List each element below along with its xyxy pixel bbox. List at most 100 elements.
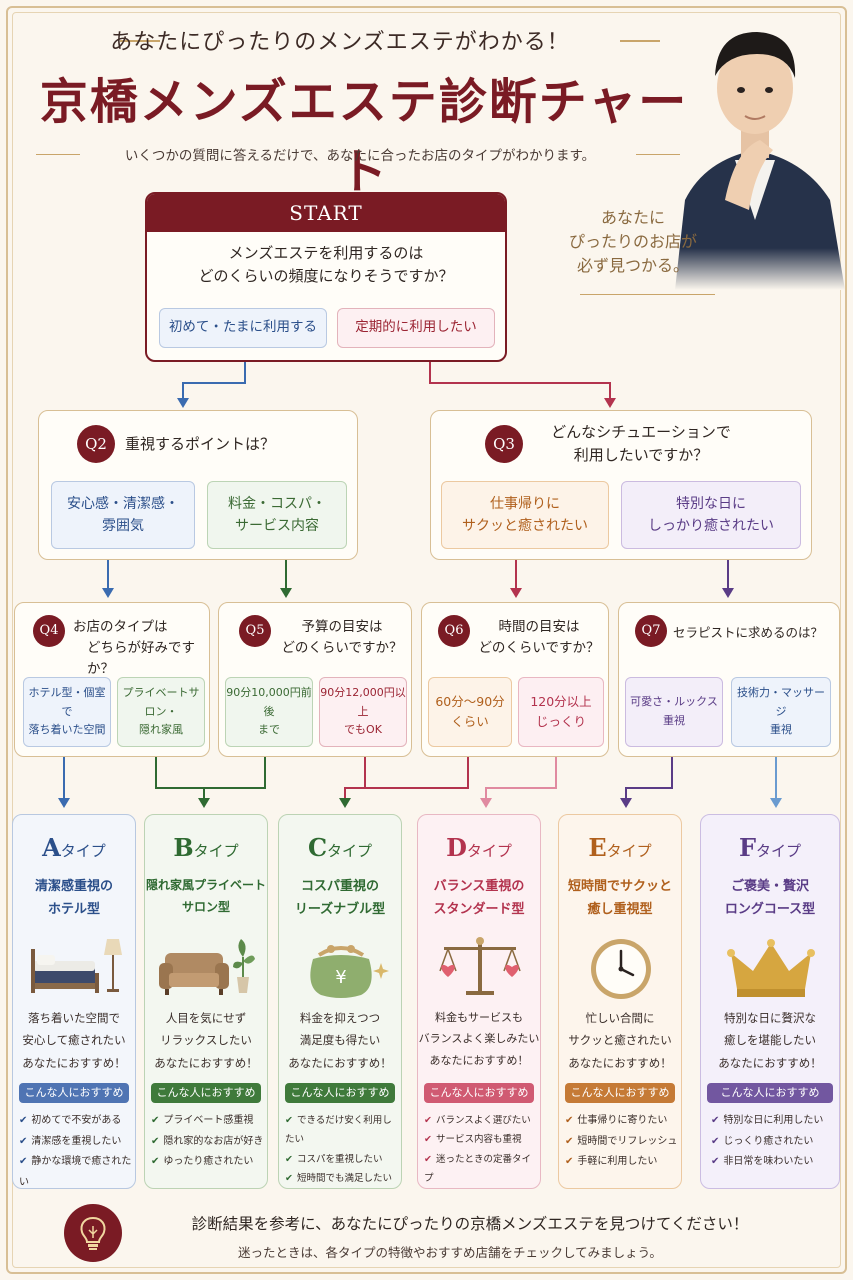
q7-option-skill-line-2: 重視 [770, 723, 792, 737]
q6-option-long-line-2: じっくり [535, 714, 586, 729]
aside-line-2: ぴったりのお店が [568, 232, 697, 251]
q3-box: Q3 どんなシチュエーションで 利用したいですか？ 仕事帰りにサクッと癒されたい… [430, 410, 812, 560]
result-card-b-title: Bタイプ [145, 833, 267, 862]
q7-option-looks[interactable]: 可愛さ・ルックス重視 [625, 677, 723, 747]
ornament-line [636, 154, 680, 155]
start-option-occasional[interactable]: 初めて・たまに利用する [159, 308, 327, 348]
start-option-regular[interactable]: 定期的に利用したい [337, 308, 495, 348]
list-item-text: 仕事帰りに寄りたい [577, 1115, 668, 1126]
result-card-b-name-1: 隠れ家風プライベート [145, 878, 266, 892]
result-card-b-rec-label: こんな人におすすめ [151, 1083, 261, 1103]
list-item: ✔短時間でも満足したい [285, 1169, 401, 1188]
result-card-e[interactable]: Eタイプ 短時間でサクッと癒し重視型 忙しい合間にサクッと癒されたいあなたにおす… [558, 814, 682, 1189]
list-item: ✔手軽に利用したい [565, 1152, 681, 1173]
q2-box: Q2 重視するポイントは？ 安心感・清潔感・雰囲気 料金・コスパ・サービス内容 [38, 410, 358, 560]
result-card-b-name: 隠れ家風プライベートサロン型 [145, 875, 267, 918]
result-card-f-name-1: ご褒美・贅沢 [730, 879, 809, 894]
q5-option-budget-low-line-2: まで [258, 723, 280, 737]
q5-option-budget-high[interactable]: 90分12,000円以上でもOK [319, 677, 407, 747]
start-label: START [147, 194, 505, 232]
q7-option-skill[interactable]: 技術力・マッサージ重視 [731, 677, 831, 747]
list-item: ✔ゆったり癒されたい [151, 1152, 267, 1173]
result-card-c[interactable]: Cタイプ コスパ重視のリーズナブル型 ¥ 料金を抑えつつ満足度も得たいあなたにお… [278, 814, 402, 1189]
q3-option-after-work[interactable]: 仕事帰りにサクッと癒されたい [441, 481, 609, 549]
q2-option-comfort[interactable]: 安心感・清潔感・雰囲気 [51, 481, 195, 549]
q4-option-hotel[interactable]: ホテル型・個室で落ち着いた空間 [23, 677, 111, 747]
result-card-b-text-2: リラックスしたい [160, 1033, 252, 1048]
q6-question-line-2: どのくらいですか？ [478, 639, 600, 656]
list-item: ✔プライベート感重視 [151, 1111, 267, 1132]
result-card-a[interactable]: Aタイプ 清潔感重視のホテル型 落ち着いた空間で安心して癒されたいあなたにおすす… [12, 814, 136, 1189]
thinking-man-photo [665, 10, 845, 290]
q5-option-budget-high-line-1: 90分12,000円以上 [320, 685, 406, 718]
check-icon: ✔ [424, 1153, 432, 1165]
q4-option-hotel-line-2: 落ち着いた空間 [28, 723, 106, 737]
check-icon: ✔ [711, 1156, 720, 1167]
list-item-text: 初めてで不安がある [31, 1115, 122, 1126]
header-subtitle: あなたにぴったりのメンズエステがわかる！ [110, 30, 570, 55]
list-item: ✔コスパを重視したい [285, 1150, 401, 1169]
result-card-b-text-3: あなたにおすすめ！ [154, 1055, 258, 1070]
q3-option-special-day[interactable]: 特別な日にしっかり癒されたい [621, 481, 801, 549]
result-card-d-name-1: バランス重視の [433, 879, 525, 894]
result-card-e-text: 忙しい合間にサクッと癒されたいあなたにおすすめ！ [559, 1007, 681, 1074]
result-card-d[interactable]: Dタイプ バランス重視のスタンダード型 料金もサービスもバランスよく楽しみたいあ… [417, 814, 541, 1189]
result-card-b[interactable]: Bタイプ 隠れ家風プライベートサロン型 人目を気にせずリラックスしたいあなたにお… [144, 814, 268, 1189]
result-card-a-rec-label: こんな人におすすめ [19, 1083, 129, 1103]
list-item-text: 短時間でリフレッシュ [577, 1135, 678, 1147]
list-item: ✔じっくり癒されたい [711, 1132, 827, 1153]
result-card-f-list: ✔特別な日に利用したい ✔じっくり癒されたい ✔非日常を味わいたい [711, 1111, 827, 1173]
list-item: ✔できるだけ安く利用したい [285, 1111, 401, 1150]
q3-badge: Q3 [485, 425, 523, 463]
aside-underline [580, 294, 715, 295]
q4-option-private-salon-line-1: プライベートサロン・ [122, 685, 200, 718]
result-card-c-text-2: 満足度も得たい [299, 1033, 381, 1048]
q4-option-private-salon[interactable]: プライベートサロン・隠れ家風 [117, 677, 205, 747]
q7-option-looks-line-2: 重視 [662, 714, 685, 727]
header-lead: いくつかの質問に答えるだけで、あなたに合ったお店のタイプがわかります。 [124, 148, 596, 164]
list-item-text: 手軽に利用したい [577, 1156, 658, 1167]
result-card-f[interactable]: Fタイプ ご褒美・贅沢ロングコース型 特別な日に贅沢な癒しを堪能したいあなたにお… [700, 814, 840, 1189]
result-card-f-suffix: タイプ [756, 842, 802, 860]
result-card-d-text-2: バランスよく楽しみたい [418, 1032, 540, 1046]
crown-icon [727, 939, 815, 997]
list-item: ✔迷ったときの定番タイプ [424, 1150, 540, 1189]
result-card-f-text: 特別な日に贅沢な癒しを堪能したいあなたにおすすめ！ [701, 1007, 839, 1074]
result-card-a-suffix: タイプ [60, 842, 106, 860]
q5-option-budget-low[interactable]: 90分10,000円前後まで [225, 677, 313, 747]
result-card-d-suffix: タイプ [466, 842, 512, 860]
result-card-e-suffix: タイプ [606, 842, 652, 860]
q4-question: お店のタイプは どちらが好みですか？ [73, 617, 203, 680]
svg-text:¥: ¥ [335, 967, 346, 988]
q4-option-private-salon-line-2: 隠れ家風 [139, 723, 183, 737]
result-card-c-text: 料金を抑えつつ満足度も得たいあなたにおすすめ！ [279, 1007, 401, 1074]
check-icon: ✔ [711, 1135, 720, 1147]
result-card-e-name: 短時間でサクッと癒し重視型 [559, 875, 681, 922]
check-icon: ✔ [285, 1115, 293, 1126]
result-card-f-name-2: ロングコース型 [724, 902, 816, 918]
q2-option-cost[interactable]: 料金・コスパ・サービス内容 [207, 481, 347, 549]
result-card-e-text-3: あなたにおすすめ！ [568, 1055, 672, 1070]
result-card-d-text: 料金もサービスもバランスよく楽しみたいあなたにおすすめ！ [418, 1007, 540, 1071]
result-card-e-name-2: 癒し重視型 [587, 902, 653, 918]
check-icon: ✔ [151, 1156, 160, 1167]
q6-option-short-line-1: 60分〜90分 [435, 694, 505, 709]
list-item-text: 特別な日に利用したい [723, 1115, 824, 1126]
ornament-line [120, 40, 160, 42]
ornament-line [36, 154, 80, 155]
list-item-text: 迷ったときの定番タイプ [424, 1153, 531, 1185]
result-card-c-name-1: コスパ重視の [300, 879, 379, 894]
q5-question-line-1: 予算の目安は [301, 619, 383, 635]
list-item-text: じっくり癒されたい [723, 1135, 814, 1147]
result-card-a-text: 落ち着いた空間で安心して癒されたいあなたにおすすめ！ [13, 1007, 135, 1074]
result-card-a-name-1: 清潔感重視の [34, 879, 113, 894]
start-question-line-1: メンズエステを利用するのは [228, 244, 424, 262]
q2-question: 重視するポイントは？ [125, 435, 276, 453]
result-card-b-name-2: サロン型 [181, 899, 230, 914]
list-item-text: バランスよく選びたい [435, 1115, 531, 1126]
start-question: メンズエステを利用するのは どのくらいの頻度になりそうですか？ [147, 242, 505, 289]
result-card-b-list: ✔プライベート感重視 ✔隠れ家的なお店が好き ✔ゆったり癒されたい [151, 1111, 267, 1173]
result-card-e-title: Eタイプ [559, 833, 681, 862]
q6-option-long[interactable]: 120分以上じっくり [518, 677, 604, 747]
q6-option-short[interactable]: 60分〜90分くらい [428, 677, 512, 747]
